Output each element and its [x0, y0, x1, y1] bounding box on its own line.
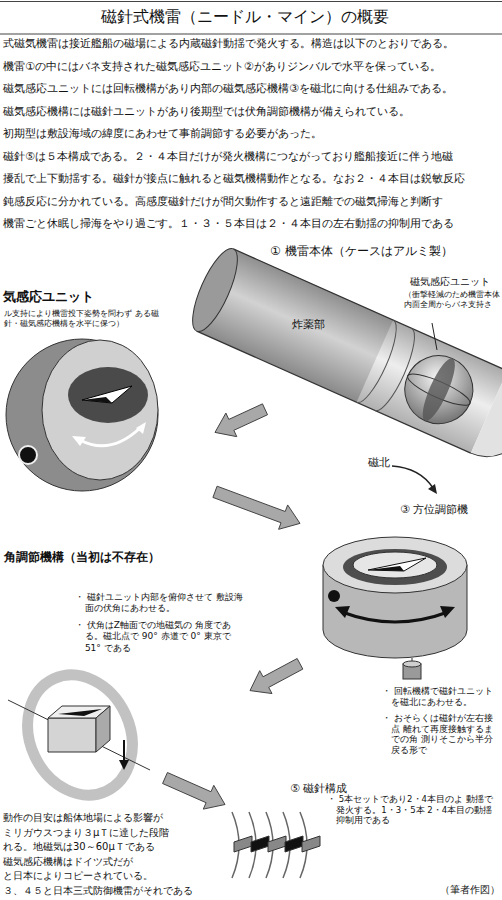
- figure-credit: （筆者作図）: [440, 884, 500, 897]
- magnet-needle: [268, 836, 286, 852]
- tilt-arrow: [123, 740, 125, 762]
- part-note: ・ おそらくは磁針が左右接点 離れて再度接触するまでの角 測りそこから半分戻る形…: [382, 713, 500, 756]
- magnet-needle: [251, 836, 269, 852]
- callout-label: 磁気感応ユニット: [410, 276, 490, 288]
- body-paragraph: 機雷ごと休眠し掃海をやり過ごす。１・３・５本目は２・４本目の左右動揺の抑制用であ…: [3, 217, 454, 231]
- page-title: 磁針式機雷（ニードル・マイン）の概要: [0, 7, 490, 27]
- arrow-head: [335, 606, 350, 618]
- mine-case: [197, 249, 502, 453]
- side-note: ミリガウスつまり３μＴに達した段階: [3, 827, 169, 840]
- body-paragraph: 鈍感反応に分かれている。高感度磁針だけが間欠動作すると遠距離での磁気掃海と判断す: [3, 195, 443, 209]
- case-edge: [197, 331, 471, 453]
- magnet-needle: [302, 836, 320, 852]
- block-arrow: [250, 659, 303, 694]
- mine-body: [184, 243, 502, 470]
- dip-ring: [8, 658, 151, 813]
- side-note: ３、４５と日本三式防御機雷がそれである: [3, 885, 193, 898]
- rule-line: [0, 1, 502, 2]
- gimbal-ring: [6, 339, 158, 491]
- body-paragraph: 擾乱で上下動揺する。磁針が接点に触れると磁気機構動作となる。なお２・４本目は鋭敏…: [3, 172, 465, 186]
- magnet-needle: [285, 836, 303, 852]
- part-heading: 角調節機構（当初は不存在）: [4, 550, 160, 565]
- ball-band: [417, 355, 461, 424]
- needle-plate: [353, 552, 437, 578]
- part-note: ・ 回転機構で磁針ユニット を磁北にあわせる。: [382, 686, 500, 707]
- part-region: 角調節機構（当初は不存在） ・ 磁針ユニット内部を俯仰させて 敷設海面の伏角にあわ…: [0, 548, 250, 778]
- part-note: ル支持により機雷投下姿勢を問わず ある磁針・磁気感応機構を水平に保つ）: [4, 309, 174, 329]
- drum-top: [323, 537, 467, 593]
- side-note: と日本によりコピーされている。: [3, 870, 153, 883]
- part-heading: ① 機雷本体（ケースはアルミ製）: [270, 244, 453, 259]
- mine-nose: [471, 371, 502, 470]
- pivot-hole: [19, 446, 37, 464]
- block-arrow: [213, 486, 300, 529]
- side-note: 動作の目安は船体地場による影響が: [3, 812, 163, 825]
- arrow-head: [428, 484, 437, 494]
- rotation-arrow: [80, 428, 140, 446]
- part-note: ・ 磁針ユニット内部を俯仰させて 敷設海面の伏角にあわせる。: [75, 592, 247, 615]
- leader-line: [432, 323, 437, 350]
- case-edge: [233, 249, 502, 371]
- part-region: 気感応ユニットル支持により機雷投下姿勢を問わず ある磁針・磁気感応機構を水平に保…: [0, 285, 215, 505]
- counterweight-top: [403, 661, 421, 667]
- block-arrow: [215, 404, 268, 437]
- needle-symbol: [82, 397, 112, 403]
- block-arrow: [163, 773, 225, 810]
- part-heading: ⑤ 磁針構成: [290, 782, 347, 796]
- needle-symbol: [368, 566, 404, 571]
- part-region: ⑤ 磁針構成・ 5本セットであり2・4本目のよ 動揺で発火する。1・3・5本 2…: [225, 780, 502, 878]
- mine-tail: [184, 243, 246, 337]
- part-region: ① 機雷本体（ケースはアルミ製）: [265, 244, 502, 418]
- dip-axis: [8, 700, 150, 770]
- part-region: ③ 方位調節機・ 回転機構で磁針ユニット を磁北にあわせる。・ おそらくは磁針が…: [300, 500, 502, 760]
- direction-label: 磁北: [368, 456, 390, 470]
- arrow-head: [136, 422, 146, 434]
- pivot-hole: [328, 590, 340, 602]
- body-paragraph: 機雷①の中にはバネ支持された磁気感応ユニット②がありジンバルで水平を保っている。: [3, 60, 441, 74]
- compass-pocket: [68, 367, 148, 423]
- needle-unit: [96, 706, 110, 752]
- part-label: 炸薬部: [292, 318, 325, 331]
- arrow-head: [440, 606, 455, 618]
- body-paragraph: 式磁気機雷は接近艦船の磁場による内蔵磁針動揺で発火する。構造は以下のとおりである…: [3, 37, 454, 51]
- needle-symbol: [58, 709, 102, 716]
- arrow-head: [119, 760, 129, 770]
- rotation-arrow: [342, 612, 448, 622]
- body-paragraph: 初期型は敷設海域の緯度にあわせて事前調節する必要があった。: [3, 127, 322, 141]
- body-paragraph: 磁気感応ユニットには回転機構があり内部の磁気感応機構③を磁北に向ける仕組みである…: [3, 82, 453, 96]
- needle-unit: [48, 718, 96, 752]
- body-paragraph: 磁針⑤は５本構成である。２・４本目だけが発火機構につながっており艦船接近に伴う地…: [3, 150, 453, 164]
- body-paragraph: 磁気感応機構には磁針ユニットがあり後期型では伏角調節機構が備えられている。: [3, 105, 410, 119]
- rule-line: [0, 34, 502, 35]
- part-heading: ③ 方位調節機: [400, 503, 468, 517]
- needle-symbol: [82, 386, 132, 403]
- side-note: れる。地磁気は30～60μＴである: [3, 841, 155, 854]
- needle-symbol: [368, 558, 426, 571]
- arrow-head: [72, 436, 86, 446]
- sensor-ball: [394, 345, 484, 435]
- drum-well: [343, 549, 447, 585]
- callout-note: （衝撃軽減のため機雷本体 内面全周からバネ支持さ: [404, 290, 500, 309]
- gimbal-face: [42, 340, 158, 480]
- magnet-needle: [234, 836, 252, 852]
- north-arrow: [392, 466, 433, 488]
- part-note: ・ 5本セットであり2・4本目のよ 動揺で発火する。1・3・5本 2・4本目の動…: [327, 794, 499, 826]
- section-joint: [357, 320, 405, 407]
- side-note: 磁気感応機構はドイツ式だが: [3, 856, 133, 869]
- part-heading: 気感応ユニット: [3, 289, 94, 305]
- part-note: ・ 伏角はZ軸面での地磁気の 角度である。磁北点で 90° 赤道で 0° 東京で…: [75, 620, 247, 654]
